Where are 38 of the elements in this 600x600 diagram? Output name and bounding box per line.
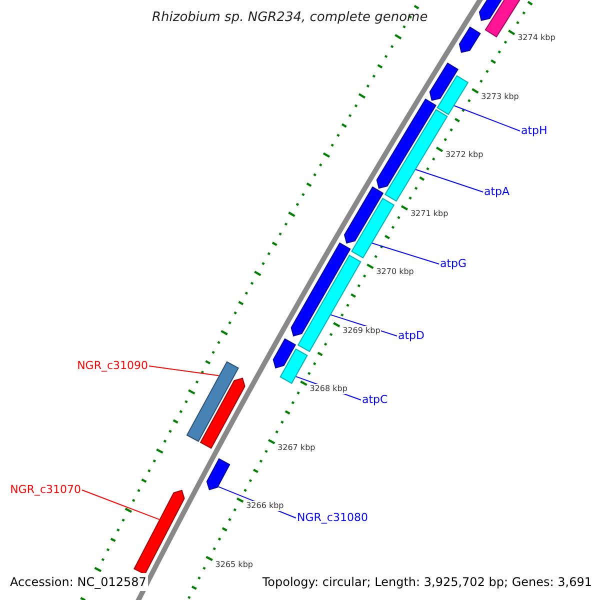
- gene-pentagon: [206, 458, 230, 490]
- gene-block: [351, 198, 395, 259]
- gene-label: NGR_c31080: [297, 510, 368, 526]
- tick-label: 3272 kbp: [444, 150, 484, 160]
- gene-label: atpD: [398, 328, 425, 344]
- gene-pentagon: [376, 98, 436, 189]
- gene-label: atpH: [521, 123, 548, 139]
- leader-line: [372, 242, 440, 264]
- gene-block: [280, 348, 308, 384]
- gene-block: [186, 361, 240, 442]
- leader-line: [454, 105, 520, 132]
- tick-label: 3269 kbp: [342, 326, 382, 336]
- tick-label: 3270 kbp: [375, 267, 415, 278]
- tick-label: 3274 kbp: [516, 33, 556, 44]
- gene-pentagon: [458, 26, 481, 53]
- tick-label: 3273 kbp: [480, 92, 520, 102]
- gene-pentagon: [272, 338, 296, 368]
- gene-block: [384, 109, 448, 202]
- tick-label: 3268 kbp: [308, 384, 348, 394]
- gene-label: NGR_c31070: [10, 482, 81, 498]
- leader-line: [82, 490, 160, 520]
- gene-block: [297, 254, 362, 352]
- gene-pentagon: [200, 378, 246, 449]
- tick-label: 3265 kbp: [214, 560, 254, 570]
- accession-text: Accession: NC_012587: [8, 573, 148, 591]
- gene-label: atpA: [484, 184, 510, 200]
- tick-label: 3271 kbp: [409, 208, 450, 219]
- gene-label: NGR_c31090: [77, 358, 148, 374]
- gene-label: atpC: [362, 392, 388, 408]
- tick-label: 3267 kbp: [276, 442, 316, 453]
- gene-pentagon: [134, 490, 185, 575]
- title: Rhizobium sp. NGR234, complete genome: [152, 9, 428, 27]
- leader-line: [415, 168, 484, 192]
- gene-label: atpG: [440, 256, 467, 272]
- gene-pentagon: [344, 186, 384, 244]
- tick-label: 3266 kbp: [245, 501, 285, 512]
- gene-block: [436, 75, 469, 116]
- gene-pentagon: [429, 62, 459, 101]
